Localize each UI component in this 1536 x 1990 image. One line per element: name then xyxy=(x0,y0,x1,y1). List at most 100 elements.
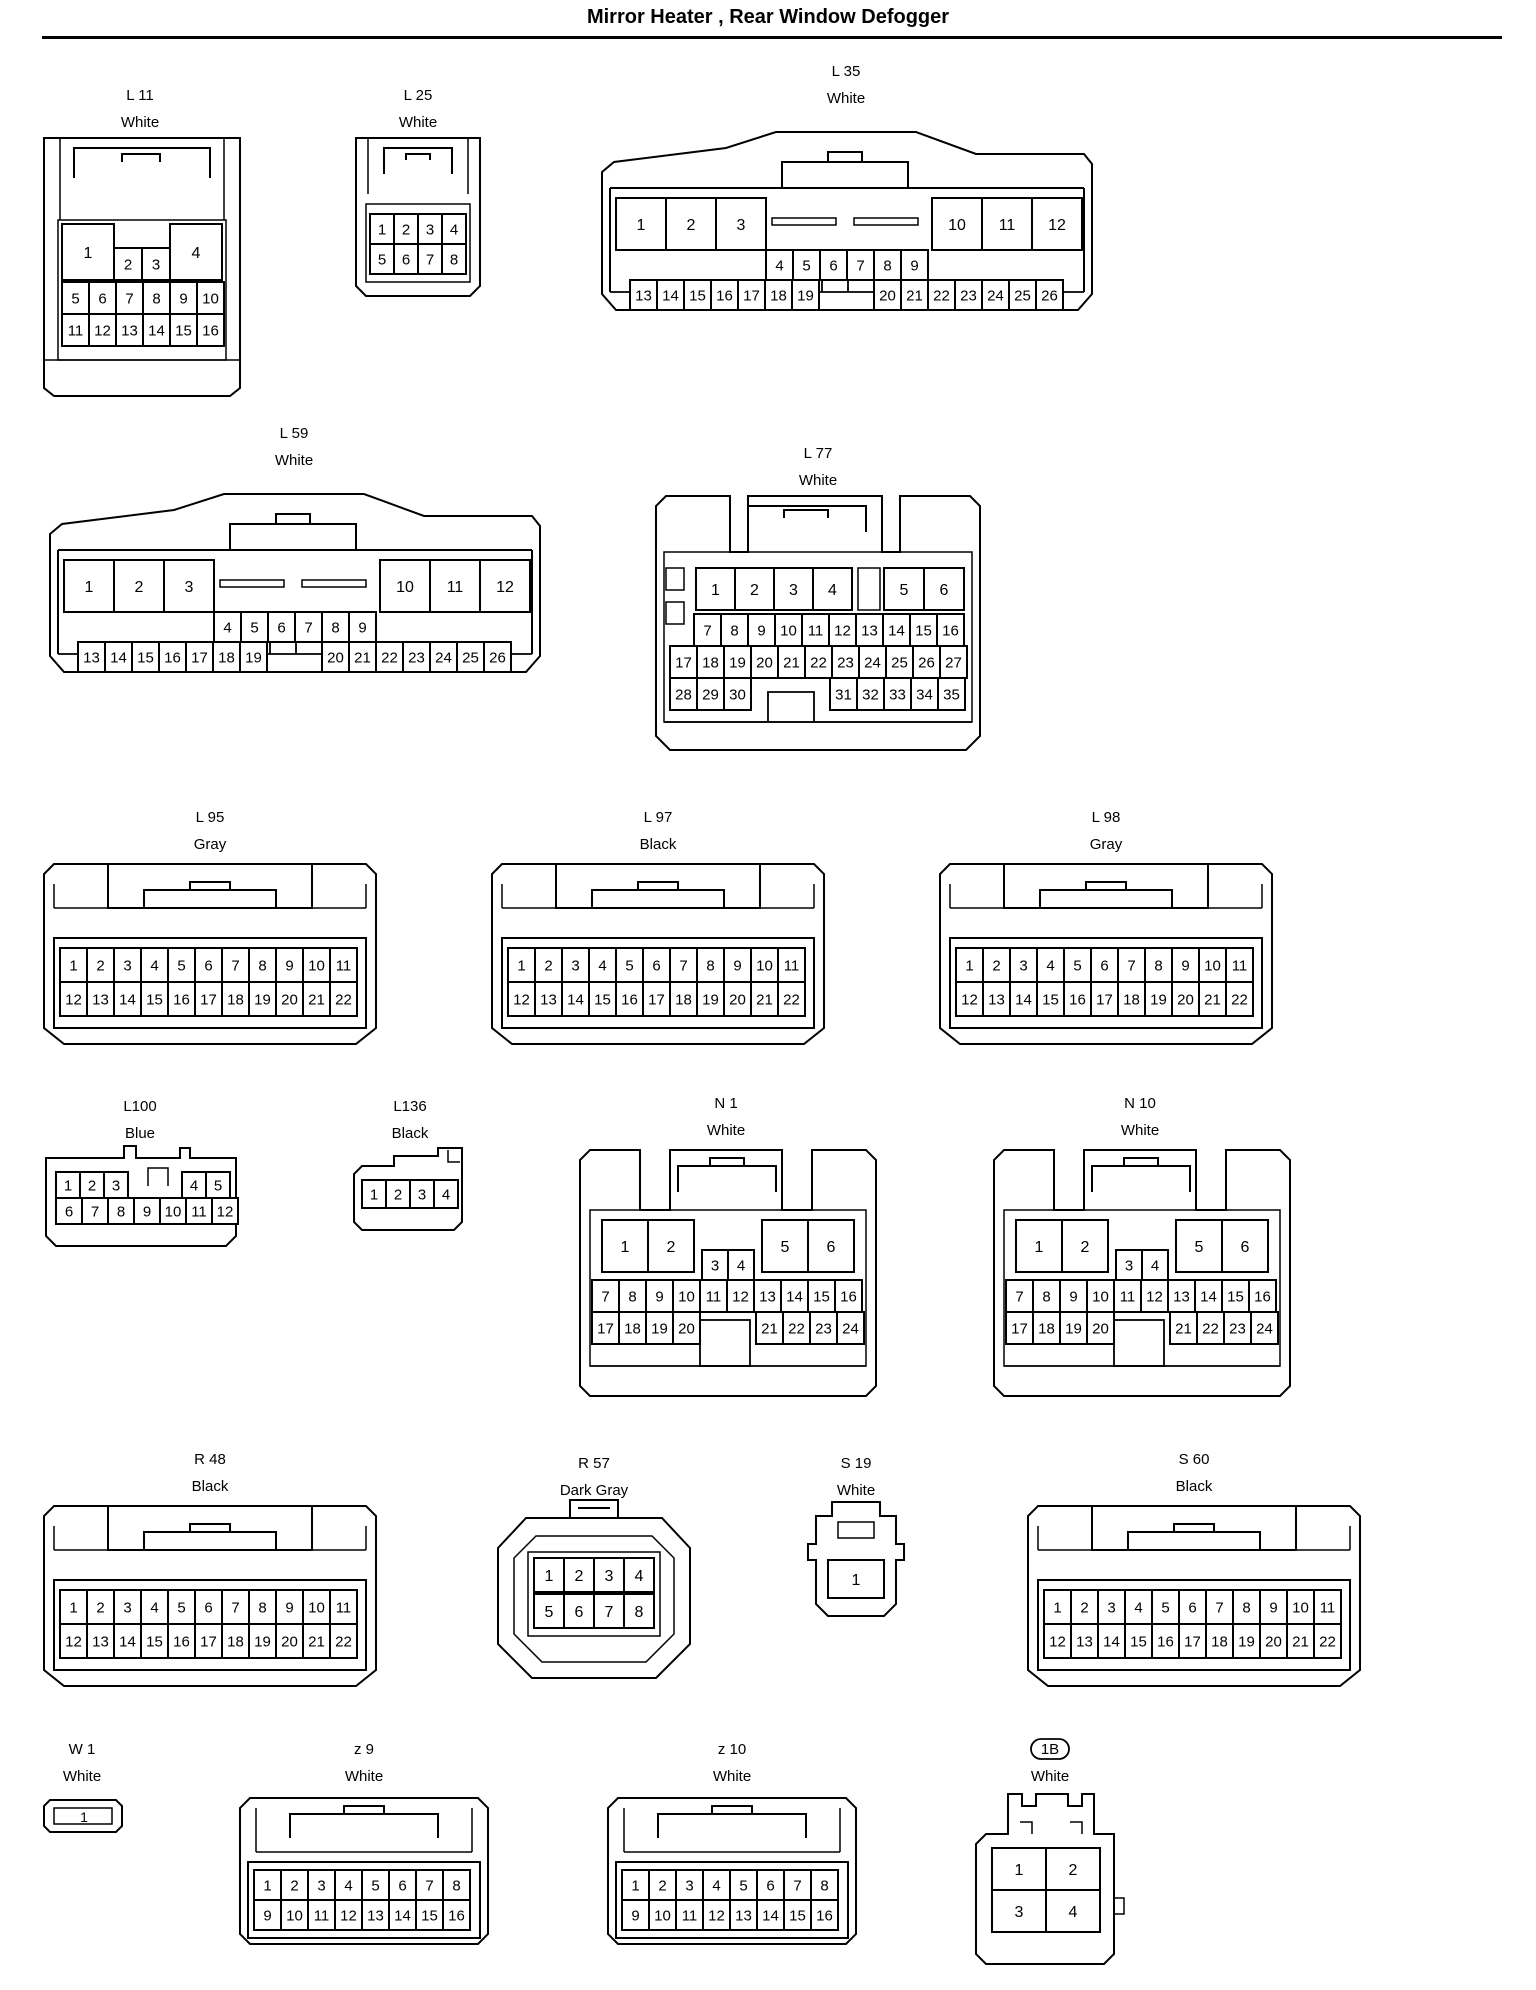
pin-cavity: 6 xyxy=(923,567,965,611)
pin-cavity: 1 xyxy=(827,1559,885,1599)
pin-number: 2 xyxy=(750,582,759,599)
pin-number: 3 xyxy=(123,957,131,974)
pin-number: 12 xyxy=(94,322,111,339)
connector-id: W 1 xyxy=(69,1741,96,1758)
pin-box xyxy=(1059,1279,1088,1313)
pin-cavity: 24 xyxy=(429,641,458,673)
pin-number: 19 xyxy=(651,1320,668,1337)
pin-cavity: 18 xyxy=(1205,1623,1234,1659)
pin-number: 17 xyxy=(1011,1320,1028,1337)
pin-box xyxy=(169,313,198,347)
pin-number: 12 xyxy=(65,991,82,1008)
pin-number: 19 xyxy=(1150,991,1167,1008)
pin-cavity: 2 xyxy=(1070,1589,1099,1625)
pin-number: 12 xyxy=(708,1907,725,1924)
pin-cavity: 6 xyxy=(88,281,117,315)
pin-box xyxy=(829,677,858,711)
pin-cavity: 4 xyxy=(433,1179,459,1209)
pin-box xyxy=(675,1899,704,1931)
pin-cavity: 1 xyxy=(507,947,536,983)
pin-number: 7 xyxy=(703,622,711,639)
pin-box xyxy=(113,559,165,613)
pin-cavity: 2 xyxy=(647,1219,695,1273)
pin-cavity: 4 xyxy=(1045,1889,1101,1933)
pin-box xyxy=(1005,1279,1034,1313)
pin-number: 10 xyxy=(202,290,219,307)
pin-box xyxy=(1169,1311,1198,1345)
pin-cavity: 5 xyxy=(167,947,196,983)
pin-box xyxy=(831,645,860,679)
connector-id-badge xyxy=(1030,1738,1070,1760)
pin-box xyxy=(1140,1279,1169,1313)
housing-outline xyxy=(747,505,867,532)
pin-box xyxy=(1070,1623,1099,1659)
pin-number: 22 xyxy=(783,991,800,1008)
pin-box xyxy=(900,249,929,281)
connector-id: L 77 xyxy=(804,445,833,462)
pin-number: 21 xyxy=(354,649,371,666)
pin-cavity: 18 xyxy=(764,279,793,311)
pin-box xyxy=(61,223,115,281)
housing-outline xyxy=(623,1808,841,1853)
pin-cavity: 10 xyxy=(1286,1589,1315,1625)
pin-box xyxy=(777,645,806,679)
pin-cavity: 17 xyxy=(194,981,223,1017)
pin-box xyxy=(307,1869,336,1901)
pin-cavity: 9 xyxy=(621,1899,650,1931)
pin-box xyxy=(729,1869,758,1901)
pin-number: 21 xyxy=(1175,1320,1192,1337)
pin-cavity: 1 xyxy=(55,1171,81,1199)
connector-color: White xyxy=(345,1768,383,1785)
pin-number: 11 xyxy=(706,1288,722,1305)
pin-cavity: 1 xyxy=(369,213,395,245)
pin-cavity: 4 xyxy=(181,1171,207,1199)
pin-cavity: 24 xyxy=(858,645,887,679)
pin-number: 2 xyxy=(124,256,132,273)
pin-box xyxy=(1036,981,1065,1017)
pin-number: 3 xyxy=(1019,957,1027,974)
pin-number: 9 xyxy=(285,957,293,974)
pin-cavity: 22 xyxy=(804,645,833,679)
pin-number: 2 xyxy=(575,1568,584,1585)
housing-outline xyxy=(447,1150,460,1163)
pin-cavity: 8 xyxy=(1232,1589,1261,1625)
pin-cavity: 11 xyxy=(801,613,830,647)
pin-number: 9 xyxy=(910,257,918,274)
housing-part xyxy=(615,1861,849,1939)
pin-cavity: 2 xyxy=(1045,1847,1101,1891)
pin-cavity: 10 xyxy=(774,613,803,647)
pin-box xyxy=(113,1589,142,1625)
pin-number: 20 xyxy=(1177,991,1194,1008)
housing-outline xyxy=(1091,1506,1297,1551)
pin-box xyxy=(1171,947,1200,983)
pin-box xyxy=(275,1589,304,1625)
pin-number: 16 xyxy=(1069,991,1086,1008)
pin-box xyxy=(593,1557,625,1593)
pin-number: 23 xyxy=(837,654,854,671)
pin-box xyxy=(812,567,853,611)
pin-cavity: 9 xyxy=(1259,1589,1288,1625)
pin-number: 9 xyxy=(263,1907,271,1924)
pin-number: 21 xyxy=(761,1320,778,1337)
pin-cavity: 19 xyxy=(791,279,820,311)
pin-cavity: 1 xyxy=(59,947,88,983)
housing-outline xyxy=(975,1793,1115,1965)
pin-cavity: 4 xyxy=(588,947,617,983)
pin-cavity: 16 xyxy=(615,981,644,1017)
pin-number: 11 xyxy=(447,579,464,596)
pin-cavity: 5 xyxy=(792,249,821,281)
pin-cavity: 14 xyxy=(882,613,911,647)
pin-box xyxy=(1045,1889,1101,1933)
housing-outline xyxy=(53,1526,367,1551)
pin-cavity: 9 xyxy=(133,1197,161,1225)
pin-number: 19 xyxy=(702,991,719,1008)
pin-box xyxy=(59,1623,88,1659)
pin-cavity: 13 xyxy=(1167,1279,1196,1313)
pin-cavity: 6 xyxy=(1090,947,1119,983)
pin-number: 1 xyxy=(1053,1599,1061,1616)
pin-number: 7 xyxy=(1015,1288,1023,1305)
pin-number: 26 xyxy=(1041,287,1058,304)
pin-cavity: 1 xyxy=(361,1179,387,1209)
pin-cavity: 1 xyxy=(601,1219,649,1273)
